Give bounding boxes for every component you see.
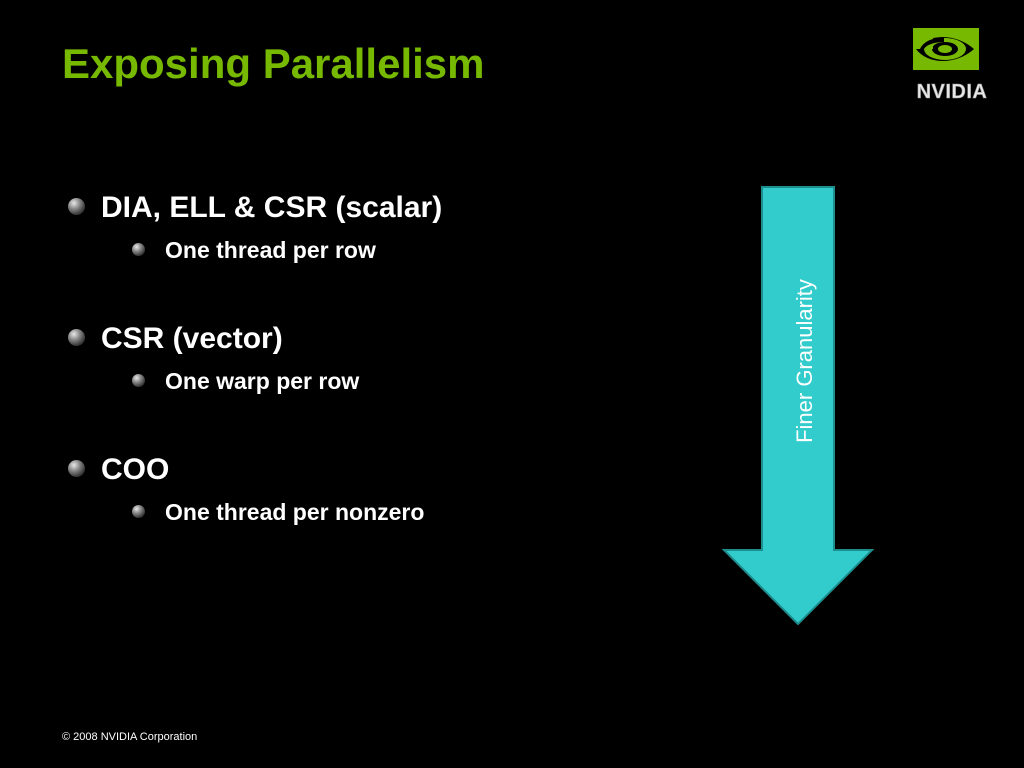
bullet-marker bbox=[68, 329, 85, 346]
sub-bullet-marker bbox=[132, 374, 145, 387]
arrow-shape bbox=[722, 186, 874, 626]
sub-bullet-marker bbox=[132, 243, 145, 256]
slide-title: Exposing Parallelism bbox=[62, 40, 485, 87]
sub-bullet-item: One thread per nonzero bbox=[165, 499, 425, 525]
arrow-label: Finer Granularity bbox=[792, 279, 817, 443]
bullet-item: COO bbox=[101, 453, 170, 486]
sub-bullet-marker bbox=[132, 505, 145, 518]
down-arrow: Finer Granularity bbox=[722, 186, 874, 626]
nvidia-wordmark: NVIDIA bbox=[917, 81, 988, 102]
bullet-list: DIA, ELL & CSR (scalar) One thread per r… bbox=[68, 191, 443, 525]
nvidia-eye-icon bbox=[913, 28, 979, 70]
sub-bullet-item: One warp per row bbox=[165, 368, 360, 394]
nvidia-logo: NVIDIA bbox=[913, 28, 988, 102]
sub-bullet-item: One thread per row bbox=[165, 237, 376, 263]
bullet-item: DIA, ELL & CSR (scalar) bbox=[101, 191, 443, 224]
footer-copyright: © 2008 NVIDIA Corporation bbox=[62, 731, 198, 743]
bullet-item: CSR (vector) bbox=[101, 322, 283, 355]
bullet-marker bbox=[68, 198, 85, 215]
bullet-marker bbox=[68, 460, 85, 477]
